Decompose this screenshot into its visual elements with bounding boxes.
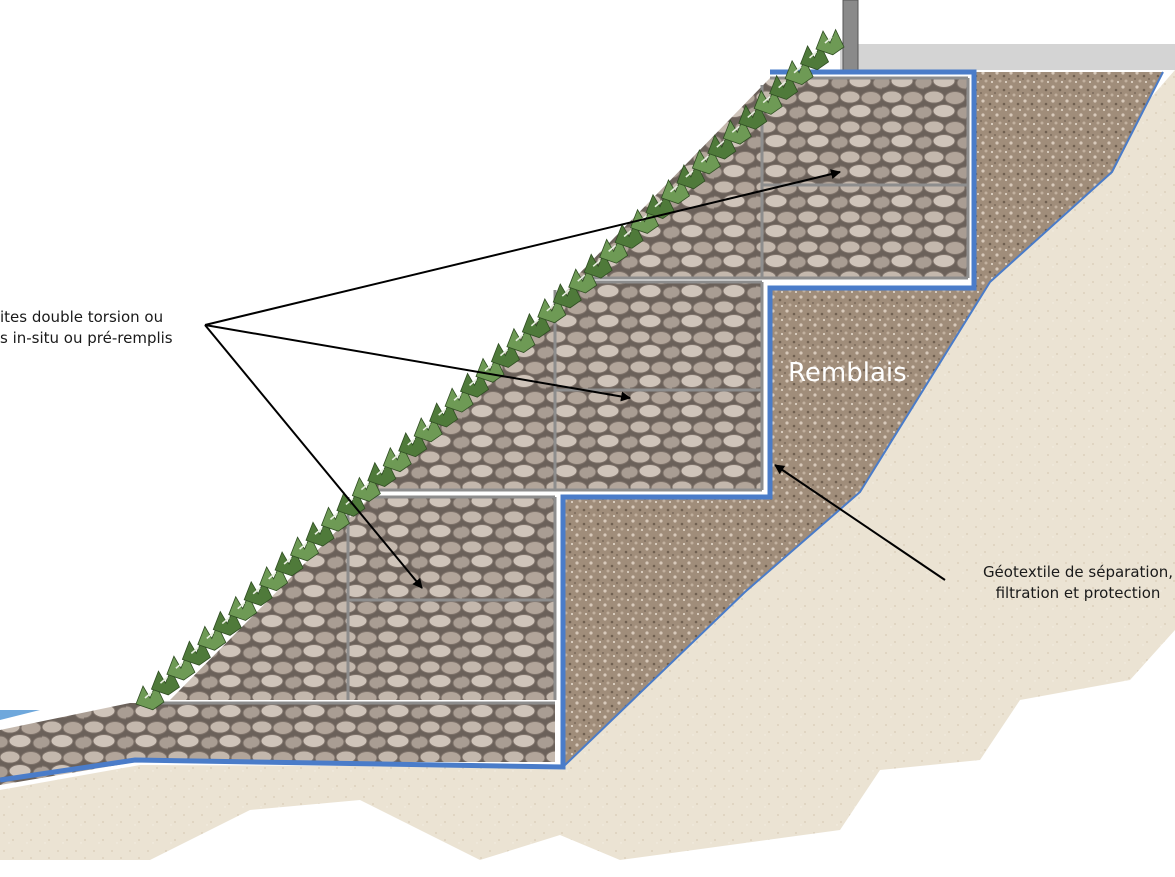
vegetation-highlight (422, 423, 431, 431)
vegetation-highlight (716, 140, 725, 148)
vegetation-strip (135, 28, 845, 711)
vegetation-highlight (824, 36, 833, 44)
geotextile-membrane (0, 69, 977, 783)
vegetation-highlight (299, 542, 308, 550)
road-surface (840, 44, 1175, 70)
water (0, 710, 40, 720)
gabion-tier-3 (575, 78, 968, 278)
vegetation-tuft (815, 28, 845, 56)
vegetation-highlight (453, 393, 462, 401)
backfill-zone (563, 72, 1163, 767)
vegetation-highlight (530, 319, 539, 327)
vegetation-highlight (577, 274, 586, 282)
vegetation-highlight (190, 646, 199, 654)
vegetation-highlight (623, 229, 632, 238)
geotextile-outer-line (562, 71, 1164, 768)
vegetation-highlight (546, 304, 555, 312)
vegetation-highlight (685, 170, 694, 178)
leader-lines (204, 169, 946, 589)
geotextile-label-line-2: filtration et protection (996, 584, 1161, 602)
gabion-label-line-1: ites double torsion ou (0, 308, 163, 326)
vegetation-highlight (654, 200, 663, 208)
vegetation-highlight (561, 289, 570, 297)
vegetation-highlight (747, 110, 756, 119)
vegetation-highlight (159, 676, 168, 684)
natural-soil (0, 70, 1175, 860)
vegetation-highlight (407, 438, 416, 446)
vegetation-highlight (314, 527, 323, 535)
vegetation-highlight (144, 691, 153, 699)
vegetation-highlight (206, 631, 215, 640)
gabion-label-line-2: s in-situ ou pré-remplis (0, 329, 173, 347)
vegetation-highlight (438, 408, 447, 416)
vegetation-highlight (221, 616, 230, 625)
backfill-label: Remblais (788, 358, 907, 388)
vegetation-highlight (731, 125, 740, 133)
fence-post (842, 0, 859, 71)
geotextile-label-line-1: Géotextile de séparation, (983, 563, 1173, 581)
vegetation-highlight (499, 349, 508, 357)
vegetation-highlight (592, 259, 601, 267)
vegetation-highlight (515, 334, 524, 342)
vegetation-highlight (283, 557, 292, 565)
vegetation-highlight (252, 587, 261, 595)
vegetation-highlight (809, 51, 818, 59)
vegetation-highlight (329, 512, 338, 520)
vegetation-highlight (608, 244, 617, 253)
vegetation-highlight (360, 482, 369, 491)
gabion-base (0, 703, 555, 785)
vegetation-highlight (175, 661, 184, 669)
vegetation-highlight (469, 378, 478, 386)
vegetation-highlight (762, 95, 771, 104)
vegetation-highlight (669, 185, 678, 193)
vegetation-highlight (376, 468, 385, 476)
vegetation-highlight (391, 453, 400, 461)
vegetation-highlight (268, 572, 277, 580)
vegetation-highlight (237, 602, 246, 610)
vegetation-highlight (484, 363, 493, 372)
vegetation-highlight (793, 66, 802, 74)
vegetation-highlight (778, 81, 787, 89)
vegetation-highlight (700, 155, 709, 163)
